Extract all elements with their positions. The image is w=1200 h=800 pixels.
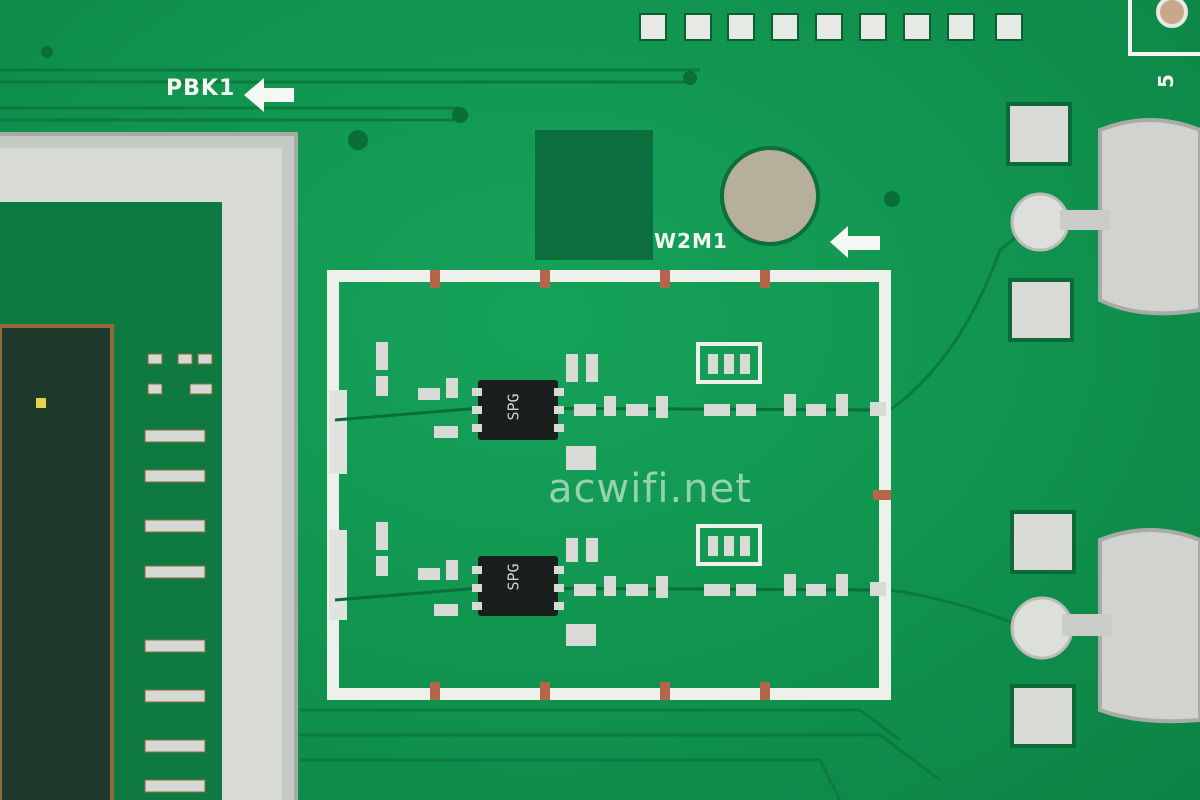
chip-marking-lower: SPG xyxy=(504,563,523,591)
rf-fence-outline xyxy=(327,270,891,700)
silkscreen-w2m1-label: W2M1 xyxy=(654,229,728,253)
silkscreen-arrows xyxy=(244,78,880,258)
antenna-connectors xyxy=(1006,102,1200,748)
silkscreen-connector-outline xyxy=(1128,0,1200,56)
rf-shield-can xyxy=(0,132,298,800)
copper-pour-pad xyxy=(535,130,653,260)
silkscreen-pbk1-label: PBK1 xyxy=(166,76,236,101)
rf-chain-lower xyxy=(334,522,886,646)
test-pad xyxy=(720,146,820,246)
pcb-vias xyxy=(41,46,900,207)
rf-chain-upper xyxy=(334,342,886,470)
watermark: acwifi.net xyxy=(548,466,752,512)
chip-marking-upper: SPG xyxy=(504,393,523,421)
header-pads xyxy=(639,13,1023,41)
silkscreen-pin-label: 5 xyxy=(1154,73,1178,88)
